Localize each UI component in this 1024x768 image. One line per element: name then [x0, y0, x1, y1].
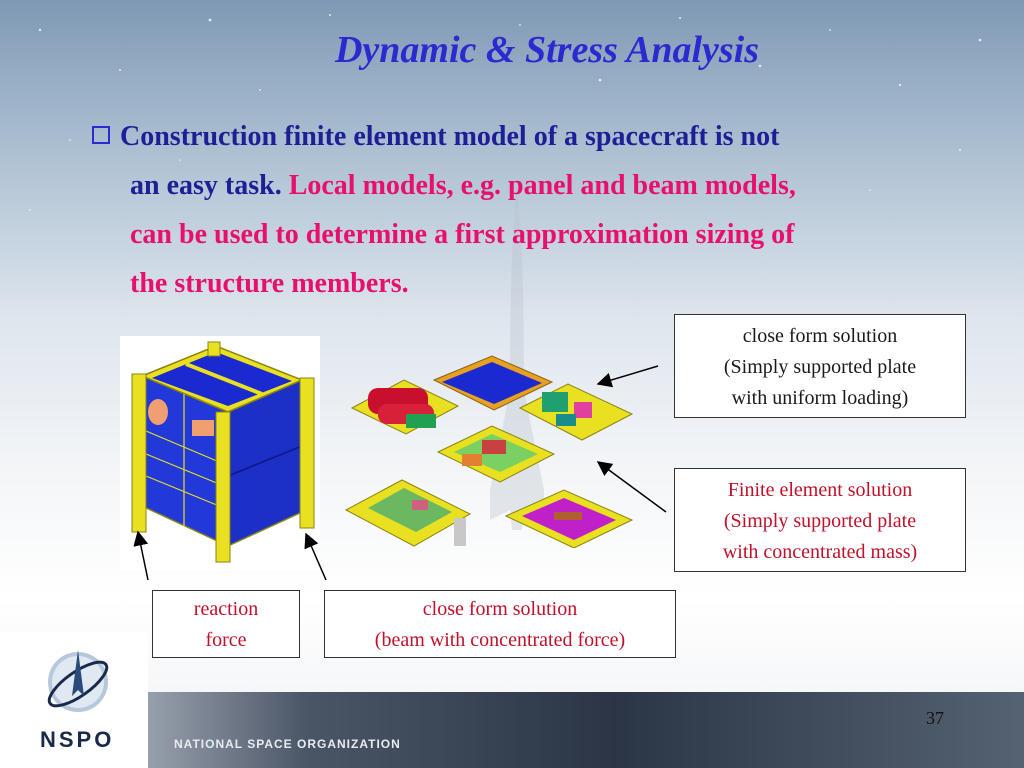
callout-uniform-line-1: close form solution — [742, 325, 898, 347]
callout-uniform-line-3: with uniform loading) — [731, 387, 909, 409]
callout-reaction-force: reaction force — [152, 590, 300, 658]
slide-title: Dynamic & Stress Analysis — [334, 29, 760, 71]
panel-models-illustration — [344, 355, 634, 548]
callout-beam-line-2: (beam with concentrated force) — [374, 629, 626, 651]
footer-bar — [0, 632, 1024, 768]
callout-beam-line-1: close form solution — [422, 598, 578, 620]
callout-uniform-loading: close form solution (Simply supported pl… — [674, 314, 966, 418]
callout-reaction-line-2: force — [205, 629, 247, 651]
bullet-line-1: Construction finite element model of a s… — [120, 121, 780, 152]
bullet-line-3: can be used to determine a first approxi… — [130, 219, 795, 250]
bullet-line-4: the structure members. — [130, 268, 409, 299]
starfield-background — [29, 14, 982, 211]
callout-mass-line-3: with concentrated mass) — [722, 541, 918, 563]
bullet-line-2-blue: an easy task. — [130, 170, 289, 201]
bullet-paragraph: Construction finite element model of a s… — [92, 112, 972, 308]
callout-uniform-line-2: (Simply supported plate — [723, 356, 917, 378]
callout-mass-line-1: Finite element solution — [727, 479, 913, 501]
organization-name: NATIONAL SPACE ORGANIZATION — [174, 737, 401, 751]
page-number: 37 — [926, 708, 944, 728]
nspo-logo-icon — [47, 650, 109, 712]
nspo-logo-text: NSPO — [40, 727, 115, 752]
callout-beam-force: close form solution (beam with concentra… — [324, 590, 676, 658]
checkbox-bullet-icon — [92, 126, 110, 144]
callout-concentrated-mass: Finite element solution (Simply supporte… — [674, 468, 966, 572]
callout-reaction-line-1: reaction — [193, 598, 259, 620]
bullet-line-2-pink: Local models, e.g. panel and beam models… — [288, 170, 796, 201]
callout-mass-line-2: (Simply supported plate — [723, 510, 917, 532]
cubesat-illustration — [120, 336, 320, 570]
